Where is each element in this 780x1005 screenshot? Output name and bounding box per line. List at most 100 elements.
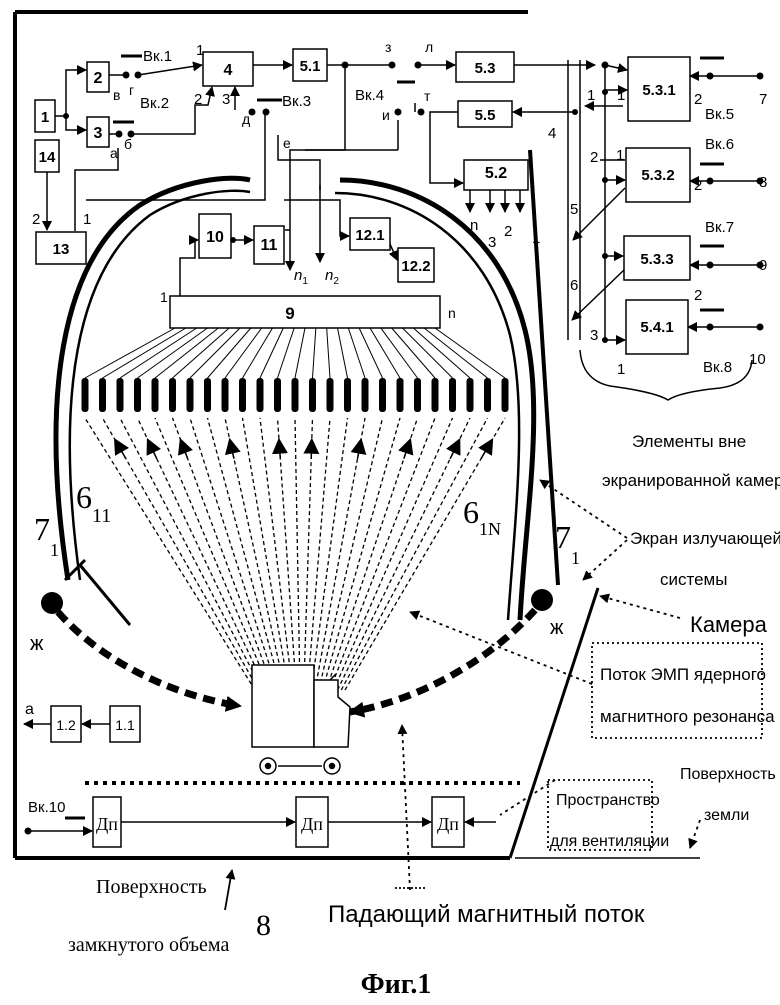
antenna-element xyxy=(169,378,176,412)
fan-line xyxy=(85,328,175,378)
nmr-ray xyxy=(120,418,263,690)
screen-left-label: 611 xyxy=(76,479,111,527)
fan-line xyxy=(155,328,218,378)
out-1-label: 1 xyxy=(532,230,540,247)
marker-g: г xyxy=(129,82,134,98)
emitter-right xyxy=(531,589,553,611)
object-8 xyxy=(252,665,350,774)
out-3-label: 3 xyxy=(488,234,496,251)
svg-text:1: 1 xyxy=(196,42,204,59)
svg-text:1: 1 xyxy=(616,147,624,164)
antenna-element xyxy=(397,378,404,412)
nmr-ray xyxy=(334,418,453,690)
marker-t: т xyxy=(424,88,431,104)
marker-i: и xyxy=(382,107,390,123)
nmr-ray xyxy=(311,418,347,690)
ventilation-line1: Пространство xyxy=(556,792,660,809)
marker-z: з xyxy=(385,39,391,55)
fan-line xyxy=(424,328,487,378)
svg-text:2: 2 xyxy=(32,211,40,228)
antenna-element xyxy=(379,378,386,412)
block-12-1-label: 12.1 xyxy=(355,227,384,244)
in-5-label: 5 xyxy=(570,201,578,218)
block-3-label: 3 xyxy=(94,125,103,142)
marker-zh-left: ж xyxy=(30,633,44,655)
block-5-1-label: 5.1 xyxy=(300,58,321,75)
n1-label: n1 xyxy=(294,267,308,287)
in-4-label: 4 xyxy=(548,125,556,142)
nmr-ray xyxy=(295,418,300,690)
marker-e: е xyxy=(283,135,291,151)
nmr-ray-arrow xyxy=(148,440,157,459)
nmr-ray xyxy=(341,418,487,690)
in-6-label: 6 xyxy=(570,277,578,294)
fan-line xyxy=(225,328,262,378)
nmr-ray-arrow xyxy=(115,440,126,459)
marker-a: а xyxy=(110,145,118,161)
block-11-label: 11 xyxy=(261,237,278,254)
object-8-label: 8 xyxy=(256,909,271,942)
antenna-element xyxy=(239,378,246,412)
nmr-flow-line1: Поток ЭМП ядерного xyxy=(600,665,766,684)
nmr-ray xyxy=(85,418,255,690)
closed-volume-line2: замкнутого объема xyxy=(68,934,229,956)
block-4-label: 4 xyxy=(224,62,233,79)
antenna-element xyxy=(222,378,229,412)
switch-vk6-label: Вк.6 xyxy=(705,136,734,153)
svg-text:1: 1 xyxy=(83,211,91,228)
out-2-label: 2 xyxy=(504,223,512,240)
nmr-ray xyxy=(208,418,282,690)
fan-line xyxy=(413,328,470,378)
sensor-3-label: Дп xyxy=(437,814,459,834)
antenna-element xyxy=(117,378,124,412)
block-5-3-2-label: 5.3.2 xyxy=(641,167,674,184)
nmr-ray-arrow xyxy=(450,440,459,459)
nmr-ray xyxy=(155,418,270,690)
block-9-label: 9 xyxy=(285,304,294,323)
block-5-3-3-label: 5.3.3 xyxy=(640,251,673,268)
nmr-ray xyxy=(330,418,435,690)
antenna-element xyxy=(99,378,106,412)
block-12-2-label: 12.2 xyxy=(401,258,430,275)
svg-text:1: 1 xyxy=(617,87,625,104)
closed-volume-arrow xyxy=(225,870,232,910)
switch-vk2-label: Вк.2 xyxy=(140,95,169,112)
closed-volume-line1: Поверхность xyxy=(96,876,207,898)
fan-line xyxy=(295,328,305,378)
antenna-element xyxy=(449,378,456,412)
ground-line1: Поверхность xyxy=(680,766,776,783)
marker-a-out: а xyxy=(25,701,34,718)
marker-d: д xyxy=(242,111,250,127)
block-5-3-1-label: 5.3.1 xyxy=(642,82,675,99)
switch-vk7-label: Вк.7 xyxy=(705,219,734,236)
block-5-5-label: 5.5 xyxy=(475,107,496,124)
marker-v: в xyxy=(113,87,120,103)
block-1-2-label: 1.2 xyxy=(56,717,76,733)
antenna-element xyxy=(187,378,194,412)
antenna-element xyxy=(502,378,509,412)
nmr-ray-arrow xyxy=(404,440,410,459)
row-10-label: 10 xyxy=(749,351,766,368)
row-7-label: 7 xyxy=(759,91,767,108)
row-9-label: 9 xyxy=(759,257,767,274)
ground-line2: земли xyxy=(704,807,749,824)
switch-vk8-label: Вк.8 xyxy=(703,359,732,376)
svg-text:2: 2 xyxy=(694,287,702,304)
fan-line xyxy=(243,328,273,378)
nmr-ray-arrow xyxy=(358,440,362,459)
antenna-element xyxy=(82,378,89,412)
antenna-array xyxy=(82,328,509,690)
block-1-1-label: 1.1 xyxy=(115,717,135,733)
fan-line xyxy=(327,328,330,378)
antenna-element xyxy=(134,378,141,412)
antenna-element xyxy=(152,378,159,412)
nmr-ray xyxy=(319,418,383,690)
marker-l: л xyxy=(425,39,433,55)
antenna-element xyxy=(344,378,351,412)
annotation-texts: Элементы вне экранированной камеры Экран… xyxy=(68,432,780,1000)
block-10-label: 10 xyxy=(206,229,224,246)
antenna-element xyxy=(327,378,334,412)
fan-line xyxy=(392,328,435,378)
emitter-right-label: 71 xyxy=(555,519,580,568)
